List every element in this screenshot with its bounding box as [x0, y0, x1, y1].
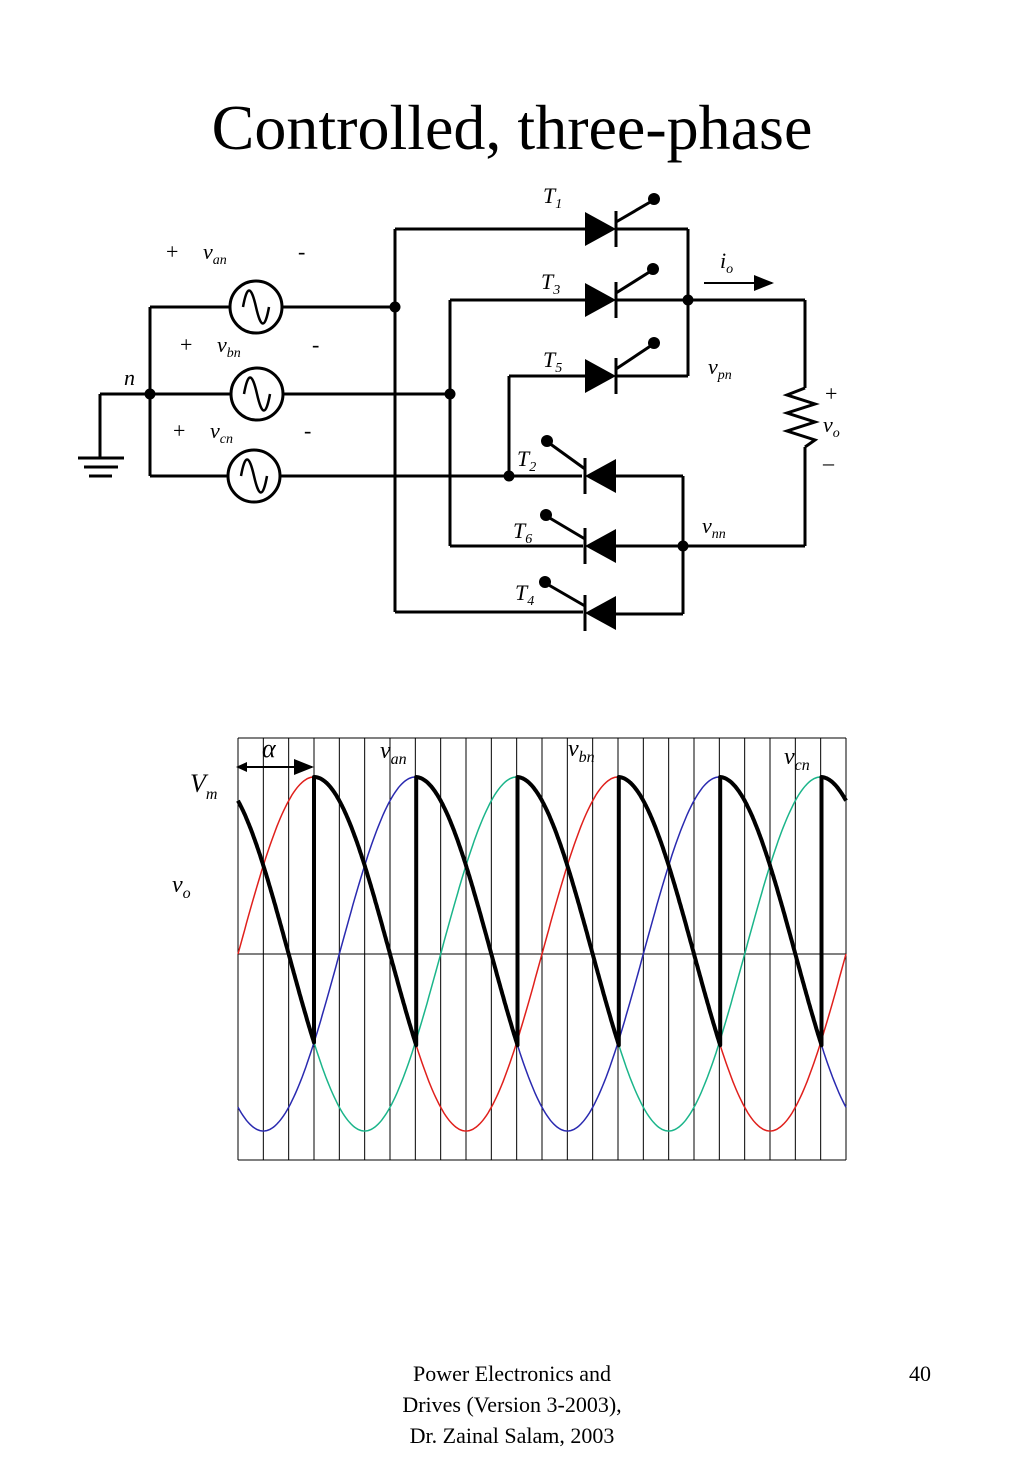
junction-dot	[444, 388, 456, 400]
output-minus: –	[822, 450, 835, 475]
vm-label: Vm	[190, 769, 217, 803]
current-label: io	[720, 248, 733, 277]
vbn-label: vbn	[568, 736, 595, 766]
source-c-minus: -	[304, 418, 311, 443]
output-voltage-label: vo	[823, 412, 840, 441]
t2-label: T2	[517, 446, 536, 475]
footer-line-1: Power Electronics and	[413, 1361, 611, 1386]
page-number: 40	[909, 1361, 931, 1386]
diagram: + van - + vbn - + vcn - n T1 T3 T5 T2 T6…	[78, 183, 848, 1161]
source-b-label: vbn	[217, 332, 241, 361]
junction-dot	[144, 388, 156, 400]
footer-line-3: Dr. Zainal Salam, 2003	[409, 1423, 615, 1448]
source-a-minus: -	[298, 239, 305, 264]
t6-label: T6	[513, 518, 532, 547]
t5-label: T5	[543, 347, 562, 376]
source-a-label: van	[203, 239, 227, 268]
source-c-plus: +	[173, 418, 185, 443]
junction-dot	[503, 470, 515, 482]
circuit	[78, 193, 820, 631]
junction-dot	[682, 294, 694, 306]
footer: Power Electronics and Drives (Version 3-…	[312, 1358, 712, 1451]
source-a-icon	[228, 279, 284, 335]
series-vo	[236, 775, 848, 1048]
thyristor-t6-icon	[540, 509, 616, 564]
output-plus: +	[825, 381, 837, 406]
resistor-icon	[782, 386, 820, 449]
junction-dot	[677, 540, 689, 552]
vnn-label: vnn	[702, 513, 726, 542]
t3-label: T3	[541, 269, 560, 298]
thyristor-t1-icon	[585, 193, 660, 247]
vpn-label: vpn	[708, 354, 732, 383]
source-c-label: vcn	[210, 418, 233, 447]
junction-dot	[389, 301, 401, 313]
source-b-icon	[229, 366, 285, 422]
vcn-label: vcn	[784, 744, 810, 774]
thyristor-t2-icon	[541, 435, 616, 494]
source-b-minus: -	[312, 332, 319, 357]
thyristor-t3-icon	[585, 263, 659, 318]
source-b-plus: +	[180, 332, 192, 357]
slide-title: Controlled, three-phase	[211, 92, 813, 163]
alpha-label: α	[262, 734, 277, 763]
thyristor-t5-icon	[585, 337, 660, 394]
van-label: van	[380, 738, 407, 768]
t1-label: T1	[543, 183, 562, 212]
t4-label: T4	[515, 580, 534, 609]
vo-axis-label: vo	[172, 872, 191, 902]
waveform-curves	[236, 775, 848, 1132]
footer-line-2: Drives (Version 3-2003),	[402, 1392, 622, 1417]
source-a-plus: +	[166, 239, 178, 264]
waveform-chart: α Vm vo van vbn vcn	[172, 734, 848, 1161]
source-c-icon	[226, 448, 282, 504]
neutral-label: n	[124, 365, 135, 390]
thyristor-t4-icon	[539, 576, 616, 631]
alpha-arrow-left-head	[236, 762, 247, 772]
